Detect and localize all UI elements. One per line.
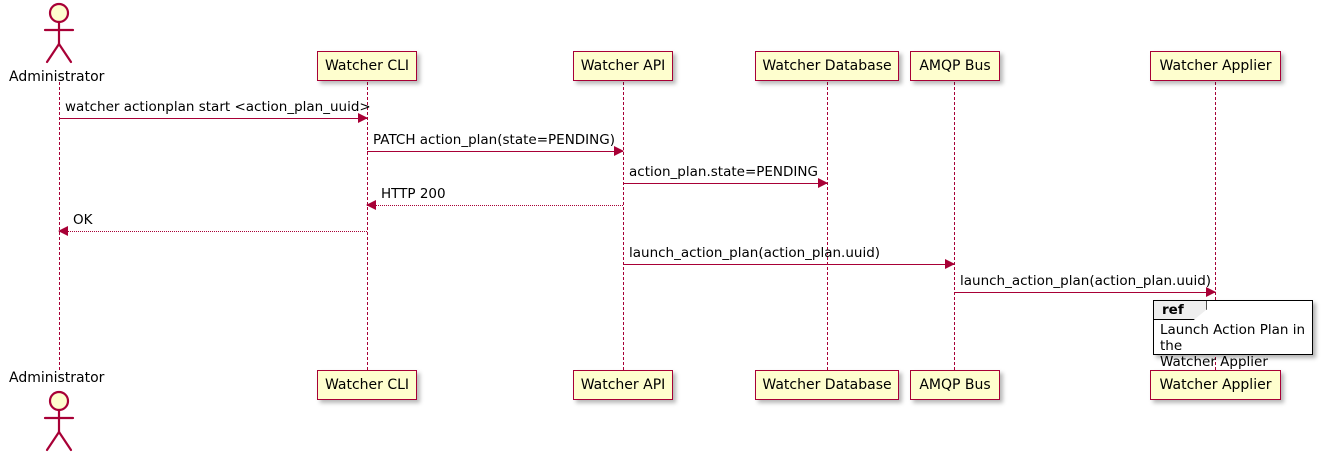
participant-label-amqp-bus-bottom: AMQP Bus: [919, 377, 991, 393]
message-line: [367, 151, 623, 152]
message-line: [623, 183, 827, 184]
lifeline-watcher-applier: [1215, 82, 1216, 370]
actor-figure-icon: [43, 2, 75, 64]
participant-box-watcher-api-top[interactable]: Watcher API: [573, 51, 673, 81]
lifeline-watcher-cli: [367, 82, 368, 370]
participant-box-watcher-cli-bottom[interactable]: Watcher CLI: [317, 370, 417, 400]
message-line: [623, 264, 954, 265]
arrowhead-icon: [1206, 287, 1216, 297]
message-line: [59, 118, 367, 119]
arrowhead-icon: [358, 113, 368, 123]
ref-fragment-box[interactable]: ref Launch Action Plan in the Watcher Ap…: [1153, 300, 1313, 370]
participant-label-amqp-bus-top: AMQP Bus: [919, 58, 991, 74]
participant-box-amqp-bus-top[interactable]: AMQP Bus: [910, 51, 1000, 81]
arrowhead-icon: [366, 200, 376, 210]
ref-fragment-text: Launch Action Plan in the Watcher Applie…: [1160, 322, 1308, 370]
arrowhead-icon: [614, 146, 624, 156]
participant-box-watcher-applier-bottom[interactable]: Watcher Applier: [1150, 370, 1281, 400]
ref-fragment-tab: ref: [1154, 301, 1207, 320]
participant-label-watcher-cli-bottom: Watcher CLI: [324, 377, 410, 393]
message-label: PATCH action_plan(state=PENDING): [373, 132, 615, 148]
lifeline-watcher-api: [623, 82, 624, 370]
message-label: OK: [73, 212, 93, 228]
lifeline-amqp-bus: [954, 82, 955, 370]
lifeline-watcher-database: [827, 82, 828, 370]
ref-fragment-text-line-2: Watcher Applier: [1160, 354, 1268, 370]
participant-label-watcher-api-bottom: Watcher API: [580, 377, 666, 393]
ref-fragment-text-line-1: Launch Action Plan in the: [1160, 322, 1306, 354]
message-label: launch_action_plan(action_plan.uuid): [960, 273, 1212, 289]
participant-label-watcher-api-top: Watcher API: [580, 58, 666, 74]
participant-label-watcher-database-top: Watcher Database: [762, 58, 892, 74]
arrowhead-icon: [58, 226, 68, 236]
arrowhead-icon: [945, 259, 955, 269]
message-label: watcher actionplan start <action_plan_uu…: [65, 99, 371, 115]
participant-label-watcher-database-bottom: Watcher Database: [762, 377, 892, 393]
message-line: [367, 205, 623, 206]
participant-label-watcher-cli-top: Watcher CLI: [324, 58, 410, 74]
actor-administrator-top[interactable]: [29, 2, 89, 70]
arrowhead-icon: [818, 178, 828, 188]
participant-box-watcher-database-top[interactable]: Watcher Database: [755, 51, 899, 81]
actor-figure-icon: [43, 390, 75, 452]
message-label: HTTP 200: [381, 186, 446, 202]
participant-box-watcher-applier-top[interactable]: Watcher Applier: [1150, 51, 1281, 81]
ref-fragment-tab-label: ref: [1162, 302, 1184, 318]
actor-label-administrator-bottom: Administrator: [9, 370, 105, 386]
message-line: [954, 292, 1215, 293]
message-label: launch_action_plan(action_plan.uuid): [629, 245, 881, 261]
participant-box-amqp-bus-bottom[interactable]: AMQP Bus: [910, 370, 1000, 400]
actor-label-administrator-top: Administrator: [9, 69, 105, 85]
participant-box-watcher-database-bottom[interactable]: Watcher Database: [755, 370, 899, 400]
actor-administrator-bottom[interactable]: [29, 390, 89, 456]
message-label: action_plan.state=PENDING: [629, 164, 818, 180]
participant-label-watcher-applier-bottom: Watcher Applier: [1159, 377, 1272, 393]
participant-box-watcher-api-bottom[interactable]: Watcher API: [573, 370, 673, 400]
message-line: [59, 231, 367, 232]
participant-label-watcher-applier-top: Watcher Applier: [1159, 58, 1272, 74]
participant-box-watcher-cli-top[interactable]: Watcher CLI: [317, 51, 417, 81]
